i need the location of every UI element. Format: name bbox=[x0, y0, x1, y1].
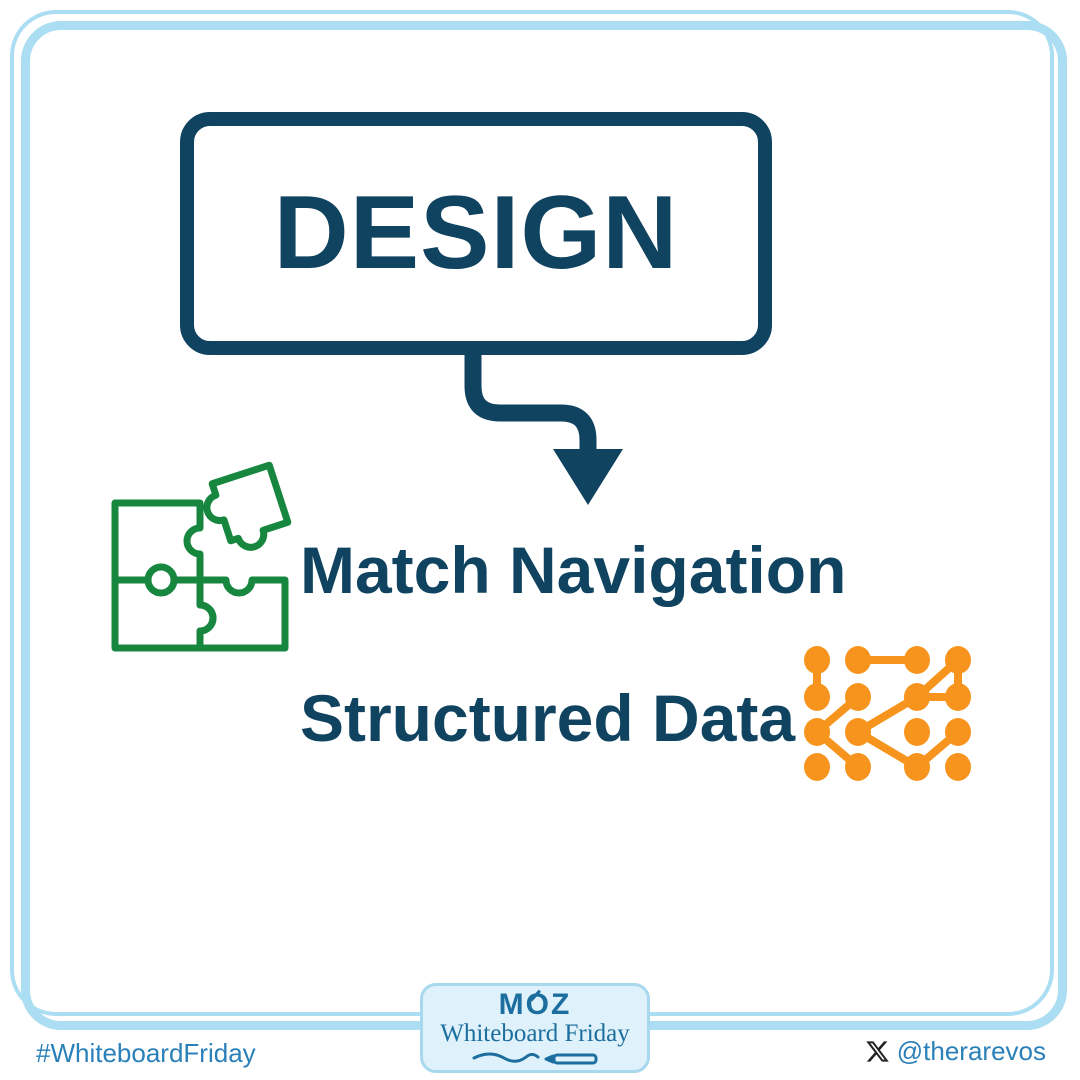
match-navigation-label: Match Navigation bbox=[300, 533, 847, 607]
structured-data-label: Structured Data bbox=[300, 681, 796, 755]
hashtag-text: #WhiteboardFriday bbox=[36, 1038, 256, 1068]
moz-badge: MOZ Whiteboard Friday bbox=[420, 983, 650, 1073]
twitter-handle: @therarevos bbox=[865, 1036, 1046, 1067]
structured-data-icon bbox=[804, 646, 971, 781]
puzzle-icon bbox=[111, 461, 292, 652]
flow-arrow-icon bbox=[464, 345, 623, 505]
marker-scribble-icon bbox=[472, 1052, 598, 1065]
badge-series-title: Whiteboard Friday bbox=[440, 1019, 630, 1047]
x-logo-icon bbox=[866, 1041, 889, 1062]
design-box: DESIGN bbox=[180, 112, 772, 355]
twitter-handle-text: @therarevos bbox=[896, 1036, 1046, 1066]
design-box-label: DESIGN bbox=[273, 175, 679, 291]
moz-logo: MOZ bbox=[499, 989, 572, 1020]
